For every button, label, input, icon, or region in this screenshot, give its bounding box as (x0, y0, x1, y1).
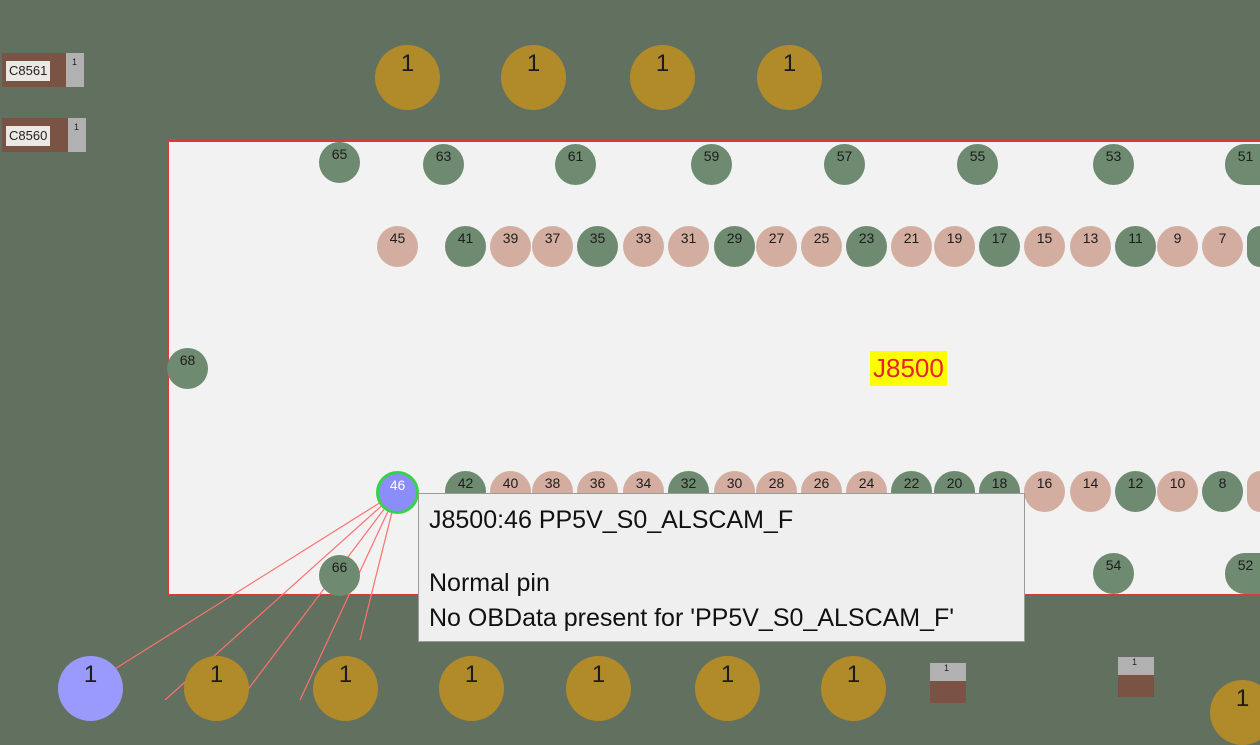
pin[interactable]: 13 (1070, 226, 1111, 267)
pin[interactable]: 51 (1225, 144, 1260, 185)
pin[interactable]: 23 (846, 226, 887, 267)
component-pad: 1 (1118, 657, 1154, 675)
pin[interactable]: 10 (1157, 471, 1198, 512)
pad[interactable]: 1 (630, 45, 695, 110)
pad-highlighted[interactable]: 1 (58, 656, 123, 721)
pin[interactable]: 63 (423, 144, 464, 185)
pin[interactable]: 31 (668, 226, 709, 267)
pin[interactable]: 53 (1093, 144, 1134, 185)
tooltip-status: Normal pin (429, 569, 550, 597)
pin[interactable]: 27 (756, 226, 797, 267)
pin[interactable]: 21 (891, 226, 932, 267)
pin[interactable]: 52 (1225, 553, 1260, 594)
pin[interactable]: 33 (623, 226, 664, 267)
pin[interactable]: 14 (1070, 471, 1111, 512)
pad[interactable]: 1 (757, 45, 822, 110)
pin[interactable]: 61 (555, 144, 596, 185)
tooltip-info: No OBData present for 'PP5V_S0_ALSCAM_F' (429, 604, 955, 632)
pin[interactable]: 37 (532, 226, 573, 267)
pin[interactable]: 25 (801, 226, 842, 267)
component-label: C8561 (6, 61, 51, 81)
pad[interactable]: 1 (184, 656, 249, 721)
pin[interactable]: 19 (934, 226, 975, 267)
tooltip-title: J8500:46 PP5V_S0_ALSCAM_F (429, 506, 794, 534)
pad[interactable]: 1 (695, 656, 760, 721)
pin[interactable]: 54 (1093, 553, 1134, 594)
pad[interactable]: 1 (1210, 680, 1260, 745)
pin[interactable]: 35 (577, 226, 618, 267)
pin[interactable]: 39 (490, 226, 531, 267)
pad[interactable]: 1 (821, 656, 886, 721)
pin[interactable]: 8 (1202, 471, 1243, 512)
pin[interactable]: 41 (445, 226, 486, 267)
small-component[interactable]: 1 (1118, 657, 1154, 697)
pin[interactable]: 65 (319, 142, 360, 183)
pin[interactable]: 17 (979, 226, 1020, 267)
pin[interactable] (1247, 471, 1260, 512)
component-c8560[interactable]: C8560 1 (2, 118, 86, 152)
pad[interactable]: 1 (501, 45, 566, 110)
selected-pin[interactable]: 46 (376, 471, 419, 514)
pin[interactable]: 12 (1115, 471, 1156, 512)
pin[interactable]: 68 (167, 348, 208, 389)
pin[interactable]: 57 (824, 144, 865, 185)
pin[interactable]: 9 (1157, 226, 1198, 267)
pin-info-tooltip: J8500:46 PP5V_S0_ALSCAM_F Normal pin No … (418, 493, 1025, 642)
pin[interactable]: 7 (1202, 226, 1243, 267)
component-pad: 1 (68, 118, 86, 152)
pin[interactable]: 55 (957, 144, 998, 185)
pin[interactable] (1247, 226, 1260, 267)
pin[interactable]: 15 (1024, 226, 1065, 267)
pin[interactable]: 11 (1115, 226, 1156, 267)
pin[interactable]: 45 (377, 226, 418, 267)
pin[interactable]: 66 (319, 555, 360, 596)
pin[interactable]: 59 (691, 144, 732, 185)
pin[interactable]: 29 (714, 226, 755, 267)
pad[interactable]: 1 (439, 656, 504, 721)
component-c8561[interactable]: C8561 1 (2, 53, 84, 87)
pin[interactable]: 16 (1024, 471, 1065, 512)
component-label: C8560 (6, 126, 51, 146)
pad[interactable]: 1 (375, 45, 440, 110)
component-pad: 1 (930, 663, 966, 681)
connector-ref-label: J8500 (870, 351, 947, 386)
pad[interactable]: 1 (566, 656, 631, 721)
component-pad: 1 (66, 53, 84, 87)
pad[interactable]: 1 (313, 656, 378, 721)
small-component[interactable]: 1 (930, 663, 966, 703)
